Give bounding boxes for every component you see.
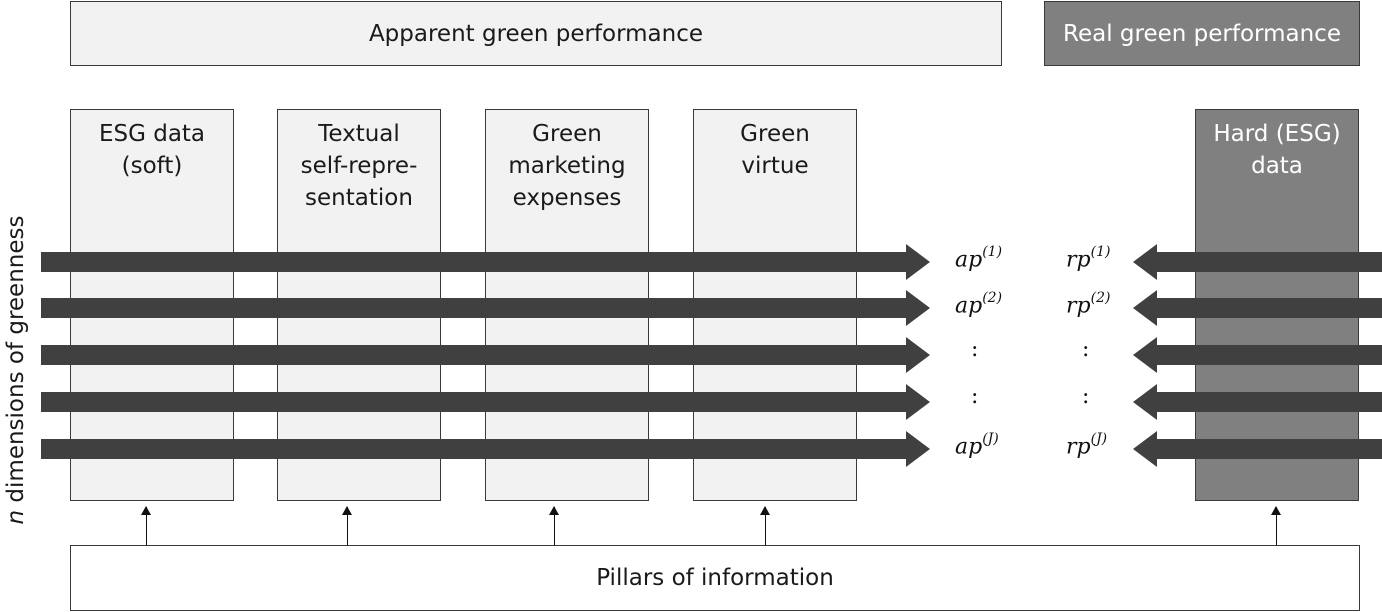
real-performance-symbol: rp(2) (1066, 290, 1111, 319)
apparent-performance-symbol: ap(J) (955, 431, 999, 460)
real-performance-symbol-base: rp (1066, 293, 1091, 319)
y-axis-var: n (3, 509, 29, 525)
pillar-line: Green (532, 121, 602, 147)
real-performance-symbol: rp(1) (1066, 244, 1111, 273)
pillar-line: data (1251, 153, 1303, 179)
pillar-line: expenses (512, 185, 622, 211)
apparent-performance-symbol-ellipsis: : (971, 337, 979, 362)
real-performance-symbol-base: rp (1066, 247, 1091, 273)
apparent-dimension-arrow (41, 384, 930, 420)
real-performance-symbol-superscript: (2) (1090, 290, 1111, 306)
pillars-of-information-label: Pillars of information (596, 565, 834, 591)
y-axis-text: dimensions of greenness (3, 215, 29, 510)
apparent-performance-header: Apparent green performance (70, 1, 1002, 66)
pillars-of-information-box: Pillars of information (70, 545, 1360, 611)
real-performance-header: Real green performance (1044, 1, 1360, 66)
real-dimension-arrow (1133, 431, 1382, 467)
apparent-performance-symbol-superscript: (1) (982, 244, 1003, 260)
pillar-line: virtue (741, 153, 809, 179)
real-dimension-arrow (1133, 384, 1382, 420)
apparent-performance-symbol-base: ap (955, 293, 983, 319)
up-arrow (549, 506, 559, 545)
apparent-performance-symbol-base: ap (955, 247, 983, 273)
pillar-line: sentation (305, 185, 413, 211)
apparent-performance-symbol: ap(2) (955, 290, 1003, 319)
pillar-line: Hard (ESG) (1213, 121, 1341, 147)
real-performance-symbol: rp(J) (1066, 431, 1108, 460)
real-performance-symbol-superscript: (1) (1090, 244, 1111, 260)
up-arrow (1271, 506, 1281, 545)
up-arrow (760, 506, 770, 545)
real-performance-symbol-ellipsis: : (1082, 337, 1090, 362)
real-dimension-arrow (1133, 244, 1382, 280)
real-dimension-arrow (1133, 290, 1382, 326)
up-arrow (342, 506, 352, 545)
apparent-performance-symbol-base: ap (955, 434, 983, 460)
real-performance-symbol-ellipsis: : (1082, 384, 1090, 409)
pillar-line: (soft) (121, 153, 183, 179)
apparent-performance-symbol-superscript: (2) (982, 290, 1003, 306)
apparent-dimension-arrow (41, 337, 930, 373)
pillar-line: ESG data (98, 121, 206, 147)
y-axis-label: n dimensions of greenness (3, 216, 29, 525)
real-performance-symbol-base: rp (1066, 434, 1091, 460)
apparent-performance-symbol: ap(1) (955, 244, 1003, 273)
pillar-line: Textual (318, 121, 400, 147)
apparent-performance-symbol-ellipsis: : (971, 384, 979, 409)
real-performance-label: Real green performance (1063, 20, 1341, 47)
pillar-line: marketing (508, 153, 626, 179)
real-performance-symbol-superscript: (J) (1090, 431, 1108, 447)
apparent-performance-label: Apparent green performance (368, 20, 704, 47)
apparent-performance-symbol-superscript: (J) (982, 431, 999, 447)
pillar-line: Green (740, 121, 810, 147)
apparent-dimension-arrow (41, 244, 930, 280)
pillar-line: self-repre- (300, 153, 418, 179)
real-dimension-arrow (1133, 337, 1382, 373)
apparent-dimension-arrow (41, 431, 930, 467)
apparent-dimension-arrow (41, 290, 930, 326)
up-arrow (141, 506, 151, 545)
